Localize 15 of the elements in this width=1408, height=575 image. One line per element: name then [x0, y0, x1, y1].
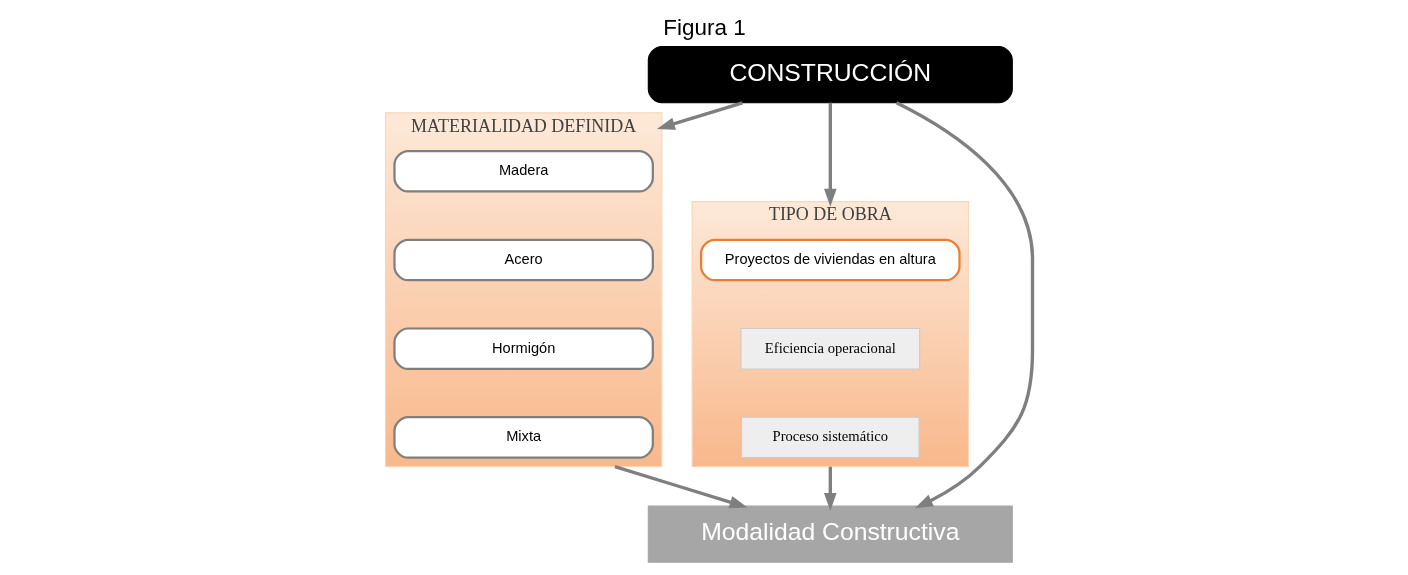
node-box: Acero	[392, 238, 654, 282]
node-box: CONSTRUCCIÓN	[647, 46, 1013, 104]
arrow	[613, 465, 748, 509]
node-box: Proceso sistemático	[740, 416, 920, 459]
arrow	[656, 101, 743, 130]
node-box: Madera	[392, 149, 654, 193]
arrow	[895, 101, 1034, 509]
node-box: Mixta	[392, 416, 654, 459]
diagram-title: Figura 1	[662, 15, 746, 41]
arrow	[823, 102, 837, 207]
node-box: Hormigón	[392, 327, 654, 371]
node-box: Proyectos de viviendas en altura	[699, 238, 961, 282]
node-box: Modalidad Constructiva	[647, 505, 1013, 563]
node-box: Eficiencia operacional	[739, 327, 920, 370]
arrow	[823, 466, 837, 511]
